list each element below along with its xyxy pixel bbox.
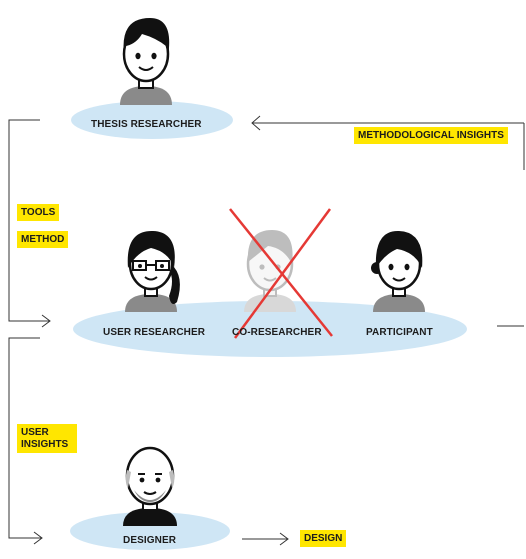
connector-lines: [8, 115, 525, 546]
method-tag: METHOD: [17, 231, 69, 248]
participant-label: PARTICIPANT: [366, 327, 433, 338]
thesis-researcher-label: THESIS RESEARCHER: [91, 119, 202, 130]
co-researcher-label: CO-RESEARCHER: [232, 327, 322, 338]
methodological-insights-tag: METHODOLOGICAL INSIGHTS: [354, 127, 508, 144]
female-avatar-icon: [371, 230, 425, 312]
bald-bearded-avatar-icon: [123, 446, 177, 526]
crossed-out-avatar-icon: [244, 230, 296, 312]
team-ellipse: [73, 301, 467, 357]
female-glasses-avatar-icon: [125, 230, 180, 312]
tools-method-bracket: [8, 119, 50, 322]
arrow-right-icon: [41, 314, 51, 328]
thesis-researcher-ellipse: [71, 101, 233, 139]
arrow-right-icon: [33, 531, 43, 545]
designer-ellipse: [70, 512, 230, 550]
designer-label: DESIGNER: [123, 535, 177, 546]
cross-out-icon: [229, 208, 333, 339]
design-tag: DESIGN: [300, 530, 347, 547]
user-insights-tag: USER INSIGHTS: [17, 424, 77, 453]
user-insights-bracket: [8, 337, 42, 539]
user-researcher-label: USER RESEARCHER: [103, 327, 206, 338]
male-avatar-icon: [120, 18, 172, 105]
arrow-left-icon: [251, 115, 261, 131]
arrow-right-icon: [279, 532, 289, 546]
tools-tag: TOOLS: [17, 204, 60, 221]
